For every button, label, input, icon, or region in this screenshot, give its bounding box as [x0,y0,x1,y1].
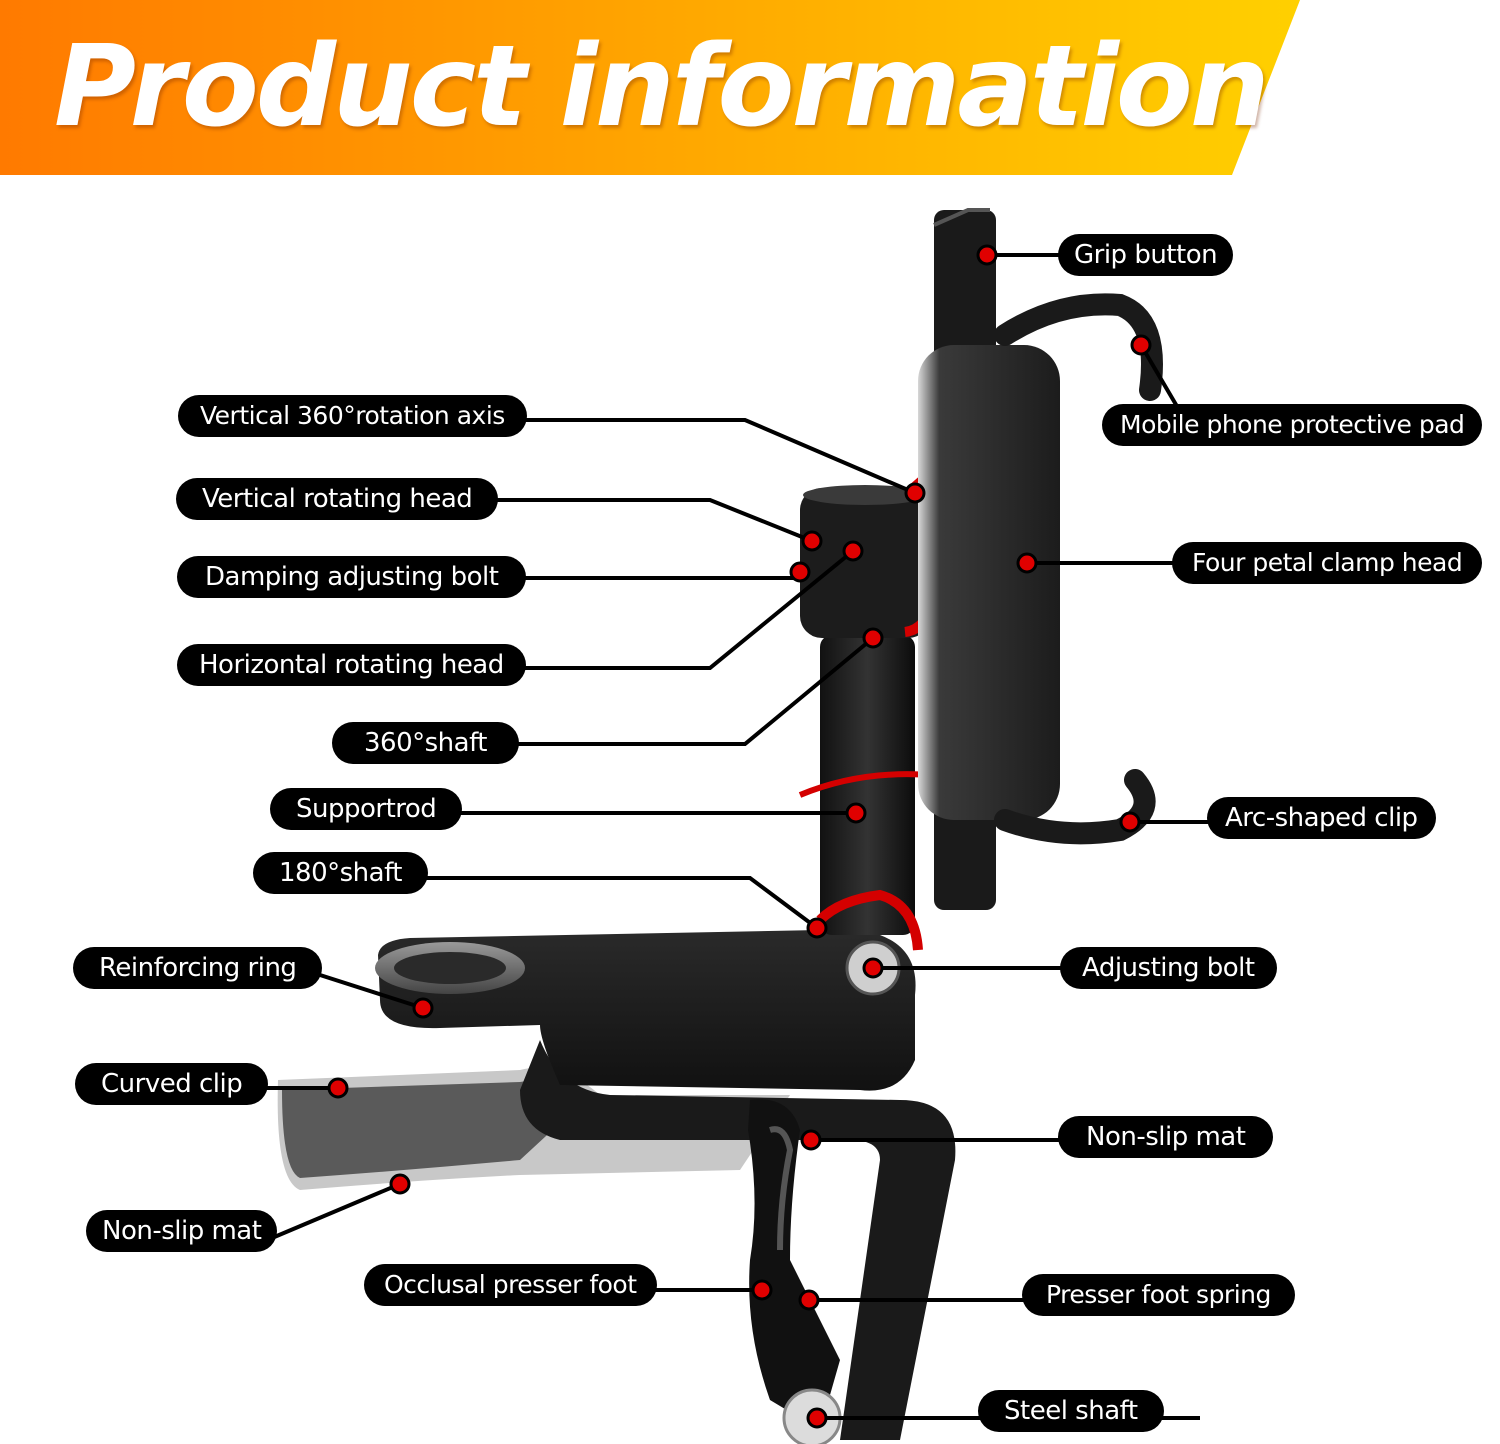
label-adjusting-bolt: Adjusting bolt [1060,947,1277,989]
label-360-shaft: 360°shaft [332,722,519,764]
label-arc-clip: Arc-shaped clip [1207,797,1436,839]
label-180-shaft: 180°shaft [253,852,428,894]
label-horizontal-head: Horizontal rotating head [177,644,526,686]
label-presser-spring: Presser foot spring [1022,1274,1295,1316]
label-supportrod: Supportrod [270,788,463,830]
label-steel-shaft: Steel shaft [978,1390,1164,1432]
label-four-petal: Four petal clamp head [1172,542,1483,584]
label-protective-pad: Mobile phone protective pad [1102,404,1483,446]
label-damping-bolt: Damping adjusting bolt [177,556,527,598]
label-curved-clip: Curved clip [75,1063,269,1105]
header-banner: Product information [0,0,1500,175]
label-vertical-axis: Vertical 360°rotation axis [178,395,527,437]
leader-lines [250,253,1215,1420]
banner-background [0,0,1300,175]
callout-markers [327,244,1152,1429]
page-title: Product information [54,22,1270,152]
label-non-slip-mat-left: Non-slip mat [86,1210,278,1252]
label-reinforcing-ring: Reinforcing ring [73,947,323,989]
label-grip-button: Grip button [1058,234,1234,276]
label-non-slip-mat-right: Non-slip mat [1058,1116,1274,1158]
label-occlusal-foot: Occlusal presser foot [364,1264,657,1306]
label-vertical-head: Vertical rotating head [176,478,499,520]
